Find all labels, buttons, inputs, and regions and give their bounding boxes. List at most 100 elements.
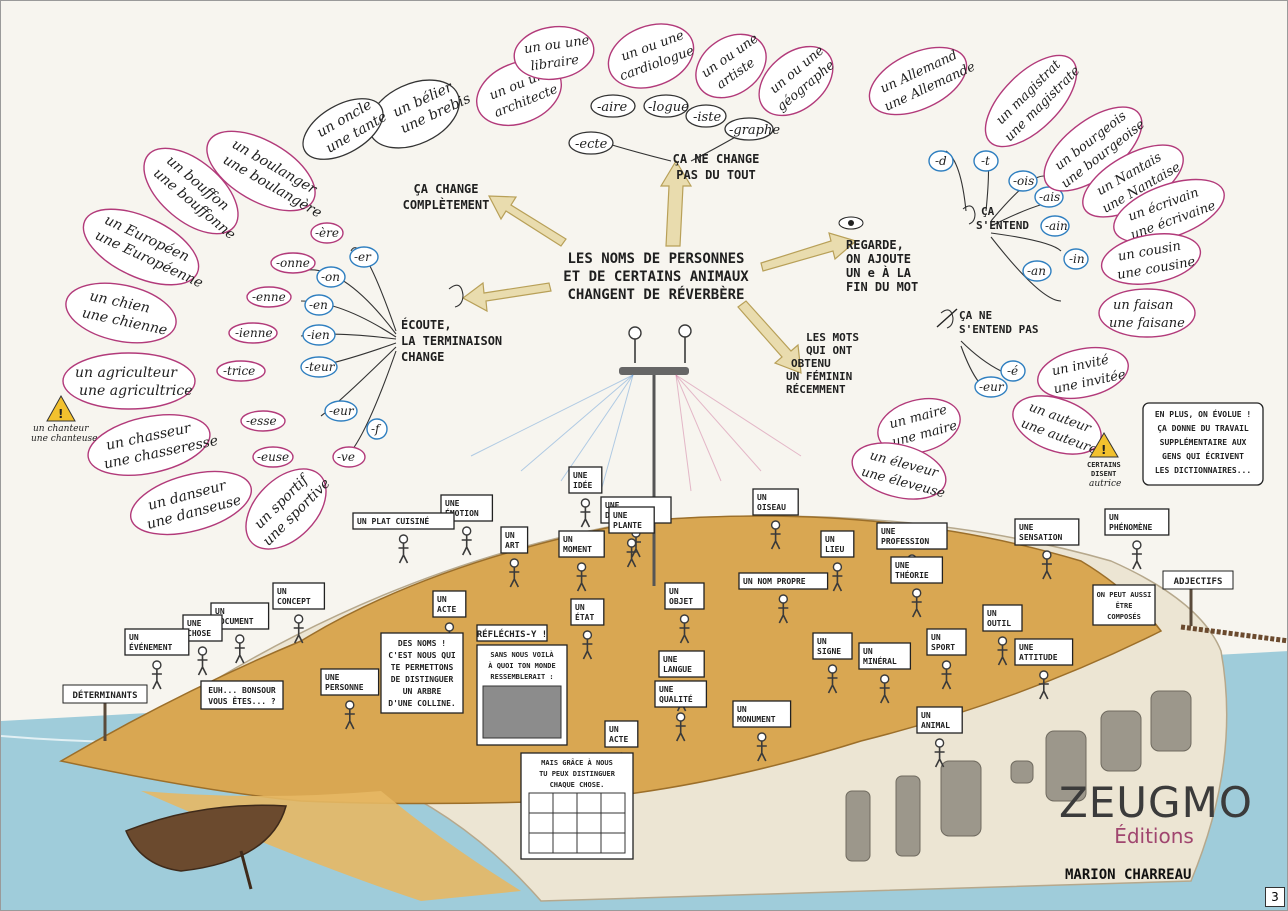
island-label-line: UNE bbox=[573, 471, 588, 480]
island-label-line: OBJET bbox=[669, 597, 693, 606]
without-us-bubble: SANS NOUS VOILÀ À QUOI TON MONDE RESSEMB… bbox=[476, 644, 568, 746]
dialogue-line: MAIS GRÂCE À NOUS bbox=[541, 758, 613, 767]
figure-head bbox=[197, 646, 208, 656]
warning-icon: ! bbox=[1089, 432, 1119, 458]
warning-line: CERTAINS bbox=[1087, 461, 1121, 469]
island-label-line: UN bbox=[825, 535, 835, 544]
warning-line: un chanteur bbox=[33, 424, 89, 434]
suffix-feminine: -enne bbox=[252, 290, 286, 304]
suffix: -logue bbox=[648, 100, 689, 115]
dialogue-line: TU PEUX DISTINGUER bbox=[539, 770, 616, 778]
island-label-line: MOMENT bbox=[563, 545, 592, 554]
branch-label-line: LA TERMINAISON bbox=[401, 334, 502, 348]
dialogue-line: VOUS ÊTES... ? bbox=[208, 695, 276, 706]
svg-text:!: ! bbox=[58, 407, 63, 421]
branch-label-line: UN FÉMININ bbox=[786, 370, 852, 383]
branch-label-line: OBTENU bbox=[791, 357, 831, 370]
figure-body bbox=[1131, 549, 1142, 570]
center-title-line-3: CHANGENT DE RÉVERBÈRE bbox=[567, 286, 744, 303]
svg-text:!: ! bbox=[1101, 443, 1106, 457]
island-label-line: SENSATION bbox=[1019, 533, 1063, 542]
dialogue-line: DES NOMS ! bbox=[398, 639, 446, 648]
publisher-logo: ZEUGMO Éditions bbox=[1059, 781, 1252, 848]
suffix-pair: -onne-on bbox=[270, 252, 346, 288]
sign-label: DÉTERMINANTS bbox=[72, 689, 137, 701]
branch-look: REGARDE, ON AJOUTE UN e À LA FIN DU MOT bbox=[838, 216, 918, 294]
suffix-pair: -trice-teur bbox=[216, 356, 338, 382]
word-feminine: une agricultrice bbox=[79, 383, 193, 399]
island-label-line: ATTITUDE bbox=[1019, 653, 1058, 662]
figure-head bbox=[934, 738, 945, 748]
thanks-bubble: MAIS GRÂCE À NOUS TU PEUX DISTINGUER CHA… bbox=[520, 752, 634, 860]
figure-body bbox=[778, 603, 789, 624]
suffix-pair: -ère-er bbox=[310, 222, 379, 268]
figure-body bbox=[580, 507, 591, 528]
note-line: GENS QUI ÉCRIVENT bbox=[1162, 450, 1244, 461]
right-warning: ! CERTAINS DISENT autrice bbox=[1087, 432, 1121, 489]
figure-head bbox=[398, 534, 409, 544]
branch-label-line: FIN DU MOT bbox=[846, 280, 918, 294]
figure-body bbox=[234, 643, 245, 664]
suffix-pair: -euse bbox=[252, 446, 294, 468]
island-label-line: UN bbox=[669, 587, 679, 596]
dialogue-line: RÉFLÉCHIS-Y ! bbox=[477, 628, 547, 640]
suffix-feminine: -euse bbox=[257, 450, 289, 464]
island-label-line: UNE bbox=[613, 511, 628, 520]
island-label: UN PLAT CUISINÉ bbox=[352, 512, 455, 564]
branch-label-line: REGARDE, bbox=[846, 238, 904, 252]
island-label-line: ÉVÉNEMENT bbox=[129, 641, 173, 652]
figure-body bbox=[911, 597, 922, 618]
branch-label-line: ÇA bbox=[981, 205, 995, 218]
island-label-line: UN PLAT CUISINÉ bbox=[357, 515, 429, 526]
ending: -an bbox=[1027, 264, 1046, 278]
figure-head bbox=[770, 520, 781, 530]
figure-body bbox=[582, 639, 593, 660]
suffix-feminine: -ère bbox=[315, 226, 339, 240]
branch-label-line: LES MOTS bbox=[806, 331, 859, 344]
island-label-line: CONCEPT bbox=[277, 597, 311, 606]
figure-head bbox=[345, 700, 355, 710]
ear-icon bbox=[962, 205, 976, 225]
figure-head bbox=[880, 674, 890, 684]
figure-head bbox=[444, 622, 455, 632]
word-line: libraire bbox=[530, 53, 581, 75]
branch-listen: ÉCOUTE, LA TERMINAISON CHANGE bbox=[401, 284, 502, 364]
note-line: ON PEUT AUSSI bbox=[1097, 591, 1152, 599]
listen-suffix-pairs: -ère-er -onne-on -enne-en -ienne-ien -tr… bbox=[216, 222, 388, 468]
suffix-masculine: -teur bbox=[305, 360, 336, 374]
island-label: UN NOM PROPRE bbox=[738, 572, 829, 624]
suffix-masculine: -eur bbox=[329, 404, 355, 418]
island-labels: UNEIDÉEUNOISEAUUNEDISCIPLINEUNEÉMOTIONUN… bbox=[124, 466, 1170, 782]
island-label-line: UN bbox=[129, 633, 139, 642]
figure-head bbox=[462, 526, 472, 536]
figure-body bbox=[576, 571, 587, 592]
island-label-line: UNE bbox=[659, 685, 674, 694]
suffix-feminine: -ienne bbox=[235, 326, 273, 340]
ending: -eur bbox=[979, 380, 1005, 394]
branch-label-line: COMPLÈTEMENT bbox=[403, 197, 490, 212]
scribble-image bbox=[482, 685, 562, 739]
figure-body bbox=[879, 683, 890, 704]
branch-label-line: RÉCEMMENT bbox=[786, 383, 846, 396]
island-label-line: UNE bbox=[325, 673, 340, 682]
suffix-masculine: -ien bbox=[307, 328, 330, 342]
figure-body bbox=[344, 709, 355, 730]
